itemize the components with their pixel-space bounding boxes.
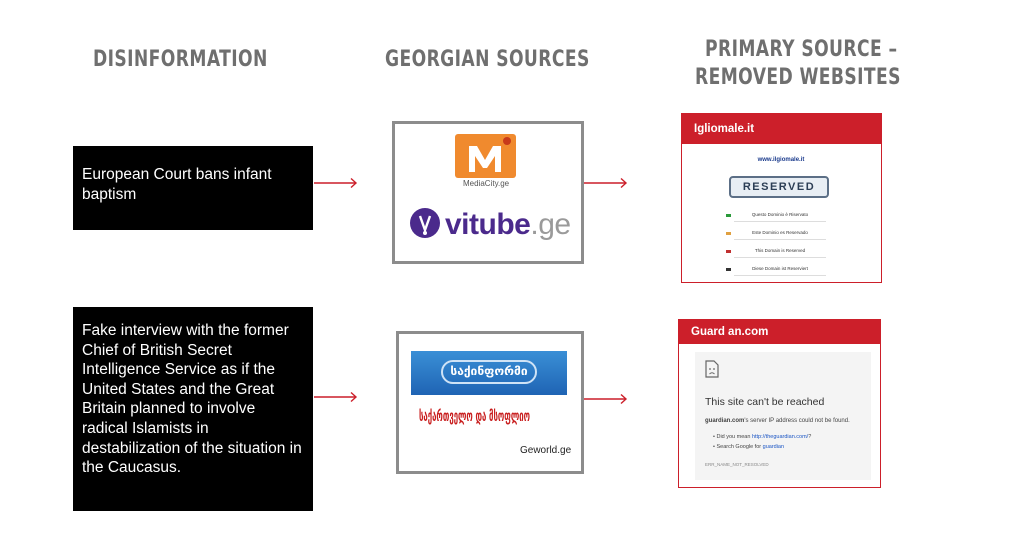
error-message: guardian.com's server IP address could n… — [705, 418, 850, 424]
source-box: საქინფორმი საქართველო და მსოფლიო Geworld… — [396, 331, 584, 474]
sakinformi-logo: საქინფორმი — [411, 351, 567, 395]
sakinformi-wordmark: საქინფორმი — [450, 364, 528, 378]
flag-dot — [726, 232, 731, 235]
reserved-row: Diese Domain ist Reserviert — [734, 266, 826, 276]
arrow-right-icon — [314, 177, 358, 189]
flag-dot — [726, 214, 731, 217]
vitube-wordmark: vitube.ge — [445, 208, 571, 241]
reserved-row: This Domain is Reserved — [734, 248, 826, 258]
header-georgian-sources: GEORGIAN SOURCES — [385, 47, 590, 72]
error-code: ERR_NAME_NOT_RESOLVED — [705, 462, 769, 467]
header-removed-websites: REMOVED WEBSITES — [695, 65, 901, 90]
error-panel: This site can't be reached guardian.com'… — [695, 352, 871, 480]
suggestion-link[interactable]: http://theguardian.com/ — [751, 434, 809, 440]
flag-dot — [726, 250, 731, 253]
site-title-bar: Igliomale.it — [682, 114, 881, 144]
claim-box: European Court bans infant baptism — [73, 146, 313, 230]
error-title: This site can't be reached — [705, 396, 825, 408]
removed-site-screenshot: Guard an.com This site can't be reached … — [678, 319, 881, 488]
mediacity-mark-icon — [469, 137, 511, 172]
sad-page-icon — [705, 360, 719, 378]
vitube-logo-icon — [410, 208, 440, 238]
arrow-right-icon — [314, 391, 358, 403]
suggestion-item: • Did you mean http://theguardian.com/? — [713, 434, 812, 440]
reserved-row: Este Dominio es Reservado — [734, 230, 826, 240]
reserved-stamp: RESERVED — [729, 176, 829, 198]
site-url: www.ilgiomale.it — [757, 157, 805, 163]
arrow-right-icon — [584, 177, 628, 189]
mediacity-logo — [455, 134, 516, 178]
header-disinformation: DISINFORMATION — [93, 47, 268, 72]
site-title-bar: Guard an.com — [679, 320, 880, 344]
flag-dot — [726, 268, 731, 271]
suggestion-link[interactable]: guardian — [762, 444, 785, 450]
reserved-row: Questo Dominio è Riservato — [734, 212, 826, 222]
source-box: MediaCity.ge vitube.ge — [392, 121, 584, 264]
arrow-right-icon — [584, 393, 628, 405]
removed-site-screenshot: Igliomale.it www.ilgiomale.it RESERVED Q… — [681, 113, 882, 283]
suggestion-item: • Search Google for guardian — [713, 444, 785, 450]
mediacity-label: MediaCity.ge — [463, 179, 510, 188]
geworld-logo: საქართველო და მსოფლიო — [419, 407, 531, 425]
claim-box: Fake interview with the former Chief of … — [73, 307, 313, 511]
sakinformi-ellipse — [441, 360, 537, 384]
header-primary-source: PRIMARY SOURCE – — [705, 37, 898, 62]
geworld-caption: Geworld.ge — [520, 445, 572, 456]
